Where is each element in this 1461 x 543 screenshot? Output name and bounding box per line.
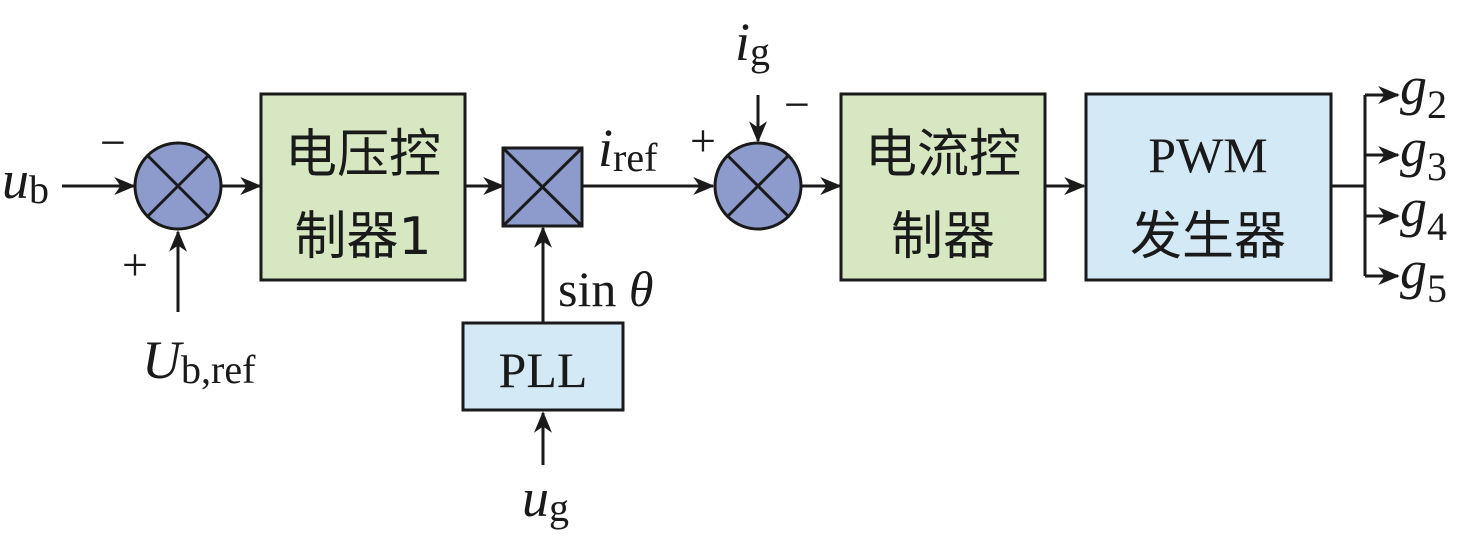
multiplier-block (501, 146, 584, 228)
label-g5: g5 (1400, 240, 1447, 311)
voltage-controller-label-line2: 制器1 (294, 207, 431, 267)
pwm-generator-label-line2: 发生器 (1130, 207, 1286, 267)
pll-label: PLL (499, 342, 588, 398)
summing-junction-1 (133, 141, 223, 231)
voltage-controller-block: 电压控 制器1 (259, 92, 467, 282)
voltage-controller-label-line1: 电压控 (285, 125, 441, 185)
label-g4: g4 (1400, 178, 1447, 249)
sign-minus-sum2: − (784, 79, 810, 130)
pll-block: PLL (461, 321, 625, 412)
current-controller-rect (839, 92, 1047, 282)
sign-minus-sum1: − (100, 117, 126, 168)
voltage-controller-rect (259, 92, 467, 282)
pwm-generator-label-line1: PWM (1148, 127, 1267, 183)
label-ub: ub (2, 150, 49, 212)
pll-rect (461, 321, 625, 412)
summing-junction-2 (713, 141, 803, 231)
label-g2: g2 (1400, 56, 1447, 127)
label-ubref: Ub,ref (142, 330, 256, 392)
pwm-generator-rect (1084, 92, 1333, 282)
label-g3: g3 (1400, 118, 1447, 189)
current-controller-label-line2: 制器 (891, 207, 995, 267)
sign-plus-sum2: + (690, 115, 716, 166)
label-iref: iref (598, 118, 658, 180)
label-ug: ug (522, 468, 569, 530)
sign-plus-sum1: + (122, 239, 148, 290)
pwm-generator-block: PWM 发生器 (1084, 92, 1333, 282)
current-controller-block: 电流控 制器 (839, 92, 1047, 282)
current-controller-label-line1: 电流控 (865, 125, 1021, 185)
label-sin-theta: sin θ (558, 261, 653, 317)
label-ig: ig (735, 12, 770, 74)
